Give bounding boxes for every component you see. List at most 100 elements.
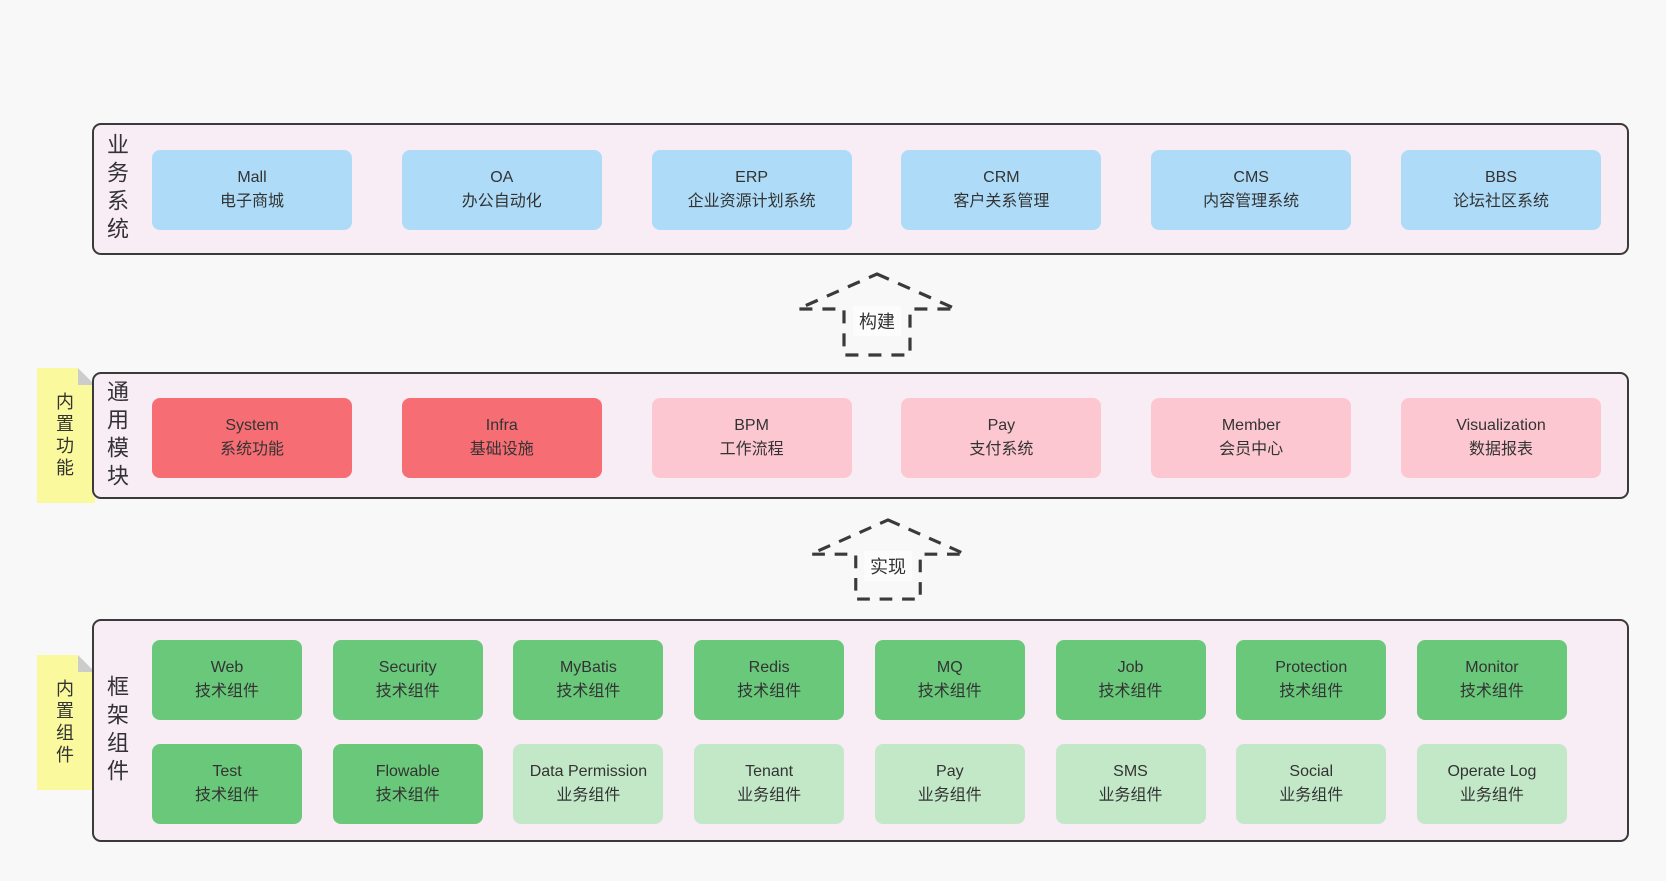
module-box-member: Member 会员中心 [1151, 398, 1352, 478]
module-name-en: BPM [734, 417, 769, 434]
module-name-en: Protection [1275, 659, 1348, 676]
module-box-protection: Protection 技术组件 [1236, 640, 1387, 720]
module-name-zh: 基础设施 [469, 441, 534, 458]
module-box-bpm: BPM 工作流程 [651, 398, 852, 478]
layer-label: 业务系统 [104, 133, 129, 245]
module-name-zh: 技术组件 [556, 683, 621, 700]
arrow-label: 构建 [853, 306, 901, 337]
module-name-en: Pay [936, 763, 964, 780]
module-box-bbs: BBS 论坛社区系统 [1400, 150, 1601, 230]
module-name-en: Web [210, 659, 244, 676]
dashed-up-arrow-build: 构建 [795, 271, 959, 358]
module-name-zh: 业务组件 [1279, 787, 1344, 804]
module-name-en: Security [378, 659, 437, 676]
module-name-zh: 业务组件 [1459, 787, 1524, 804]
arrow-label: 实现 [864, 551, 912, 582]
module-name-zh: 电子商城 [219, 193, 284, 210]
module-name-en: Mall [237, 169, 267, 186]
module-box-crm: CRM 客户关系管理 [901, 150, 1102, 230]
module-name-zh: 业务组件 [917, 787, 982, 804]
up-arrow-icon [797, 272, 957, 357]
module-name-zh: 技术组件 [737, 683, 802, 700]
module-box-job: Job 技术组件 [1055, 640, 1206, 720]
sticky-note-text: 内置功能 [54, 391, 74, 480]
module-name-zh: 办公自动化 [461, 193, 542, 210]
module-name-zh: 支付系统 [969, 441, 1034, 458]
module-name-zh: 技术组件 [1459, 683, 1524, 700]
module-name-en: Visualization [1456, 417, 1546, 434]
module-name-zh: 业务组件 [1098, 787, 1163, 804]
module-name-en: System [225, 417, 279, 434]
module-name-en: Redis [748, 659, 790, 676]
module-box-web: Web 技术组件 [152, 640, 302, 720]
module-name-zh: 会员中心 [1219, 441, 1284, 458]
module-name-en: BBS [1484, 169, 1517, 186]
module-box-oa: OA 办公自动化 [401, 150, 602, 230]
module-name-en: MyBatis [559, 659, 617, 676]
module-name-en: Flowable [375, 763, 440, 780]
module-name-zh: 客户关系管理 [953, 193, 1050, 210]
module-name-en: MQ [936, 659, 963, 676]
module-name-zh: 工作流程 [719, 441, 784, 458]
module-name-zh: 技术组件 [375, 683, 440, 700]
module-name-en: ERP [735, 169, 769, 186]
module-name-en: Test [212, 763, 242, 780]
module-name-zh: 内容管理系统 [1203, 193, 1300, 210]
module-name-zh: 技术组件 [375, 787, 440, 804]
module-box-system: System 系统功能 [152, 398, 352, 478]
layer-common-modules: 通用模块 System 系统功能 Infra 基础设施 BPM 工作流程 Pay 支付系统 Me… [92, 372, 1629, 499]
module-box-redis: Redis 技术组件 [694, 640, 845, 720]
module-name-en: Tenant [745, 763, 794, 780]
module-name-en: SMS [1113, 763, 1148, 780]
module-name-en: Infra [485, 417, 518, 434]
dashed-up-arrow-implement: 实现 [806, 517, 970, 602]
module-name-en: Data Permission [529, 763, 648, 780]
module-name-zh: 技术组件 [194, 683, 259, 700]
module-name-zh: 系统功能 [219, 441, 284, 458]
module-box-sms: SMS 业务组件 [1055, 744, 1206, 824]
module-name-zh: 数据报表 [1468, 441, 1533, 458]
module-name-zh: 企业资源计划系统 [687, 193, 816, 210]
sticky-note-text: 内置组件 [54, 678, 74, 767]
module-box-pay: Pay 支付系统 [901, 398, 1102, 478]
module-name-zh: 技术组件 [917, 683, 982, 700]
module-name-zh: 论坛社区系统 [1452, 193, 1549, 210]
up-arrow-icon [810, 518, 966, 601]
sticky-note-builtin-components: 内置组件 [37, 655, 95, 790]
module-name-zh: 技术组件 [194, 787, 259, 804]
layer-label: 框架组件 [104, 674, 129, 787]
modules-boxes-row: System 系统功能 Infra 基础设施 BPM 工作流程 Pay 支付系统 Member 会… [152, 398, 1601, 478]
module-name-zh: 技术组件 [1098, 683, 1163, 700]
module-box-security: Security 技术组件 [332, 640, 483, 720]
module-box-visualization: Visualization 数据报表 [1400, 398, 1601, 478]
module-name-en: Pay [987, 417, 1016, 434]
module-box-pay: Pay 业务组件 [874, 744, 1025, 824]
module-name-en: Operate Log [1447, 763, 1537, 780]
module-box-operate-log: Operate Log 业务组件 [1416, 744, 1567, 824]
module-name-en: OA [490, 169, 514, 186]
module-name-en: Monitor [1465, 659, 1519, 676]
module-box-flowable: Flowable 技术组件 [332, 744, 483, 824]
module-name-en: CRM [983, 169, 1020, 186]
module-box-mybatis: MyBatis 技术组件 [513, 640, 664, 720]
layer-label: 通用模块 [104, 379, 129, 492]
module-box-monitor: Monitor 技术组件 [1416, 640, 1567, 720]
module-box-mq: MQ 技术组件 [874, 640, 1025, 720]
module-name-en: Social [1289, 763, 1333, 780]
sticky-note-builtin-functions: 内置功能 [37, 368, 95, 503]
module-name-en: Member [1221, 417, 1281, 434]
module-name-en: Job [1117, 659, 1144, 676]
layer-business-systems: 业务系统 Mall 电子商城 OA 办公自动化 ERP 企业资源计划系统 CRM 客户关系管理… [92, 123, 1629, 255]
module-name-zh: 技术组件 [1279, 683, 1344, 700]
module-box-social: Social 业务组件 [1236, 744, 1387, 824]
module-box-mall: Mall 电子商城 [152, 150, 352, 230]
module-box-test: Test 技术组件 [152, 744, 302, 824]
module-box-infra: Infra 基础设施 [401, 398, 602, 478]
